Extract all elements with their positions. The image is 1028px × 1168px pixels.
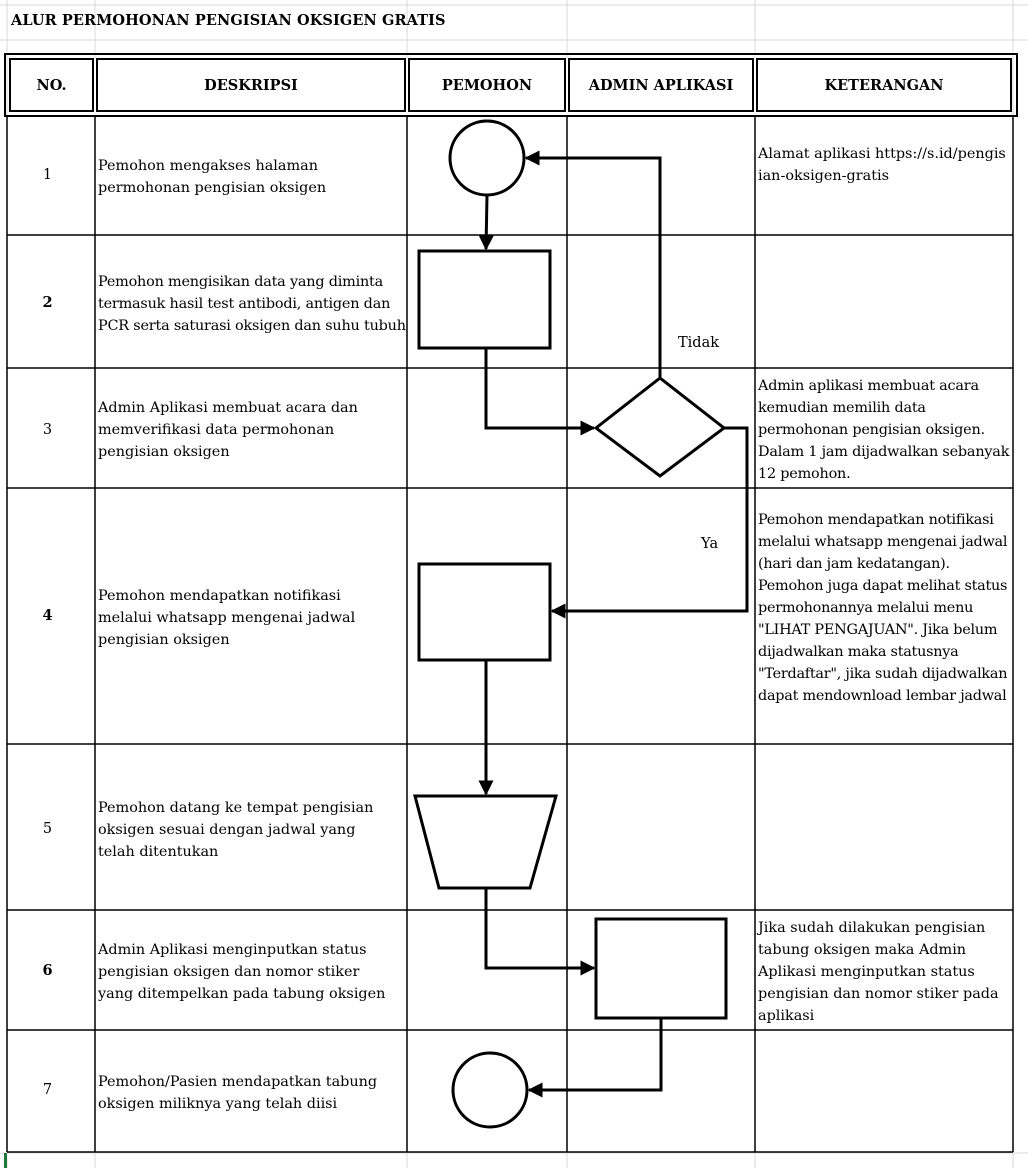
row-6-keterangan: Jika sudah dilakukan pengisian tabung ok… [758,920,999,1024]
row-4-no: 4 [42,607,53,624]
header-no: NO. [9,58,94,112]
row-4-keterangan: Pemohon mendapatkan notifikasi melalui w… [758,512,1008,704]
row-3-keterangan: Admin aplikasi membuat acara kemudian me… [758,378,1010,482]
row-3-deskripsi: Admin Aplikasi membuat acara dan memveri… [98,400,358,460]
row-1-keterangan: Alamat aplikasi https://s.id/pengisian-o… [758,146,1006,184]
header-pemohon-label: PEMOHON [441,76,533,94]
row-4-deskripsi: Pemohon mendapatkan notifikasi melalui w… [98,588,356,648]
row-6-deskripsi: Admin Aplikasi menginputkan status pengi… [98,942,386,1002]
sheet-title: ALUR PERMOHONAN PENGISIAN OKSIGEN GRATIS [11,12,446,29]
row-2-no: 2 [42,294,53,311]
header-pemohon: PEMOHON [408,58,566,112]
header-admin-label: ADMIN APLIKASI [588,76,734,94]
row-1-deskripsi: Pemohon mengakses halaman permohonan pen… [98,158,327,196]
header-keterangan-label: KETERANGAN [824,76,944,94]
header-keterangan: KETERANGAN [756,58,1012,112]
row-5-deskripsi: Pemohon datang ke tempat pengisian oksig… [98,800,374,860]
label-ya: Ya [701,536,719,552]
row-5-no: 5 [42,821,53,837]
header-deskripsi: DESKRIPSI [96,58,406,112]
header-no-label: NO. [36,76,67,94]
row-7-no: 7 [42,1082,53,1098]
label-tidak: Tidak [678,335,720,351]
row-7-deskripsi: Pemohon/Pasien mendapatkan tabung oksige… [98,1074,378,1112]
header-deskripsi-label: DESKRIPSI [204,76,298,94]
row-3-no: 3 [42,422,53,438]
row-2-deskripsi: Pemohon mengisikan data yang diminta ter… [98,274,406,334]
row-6-no: 6 [42,962,53,979]
header-admin: ADMIN APLIKASI [568,58,754,112]
row-1-no: 1 [42,167,53,183]
